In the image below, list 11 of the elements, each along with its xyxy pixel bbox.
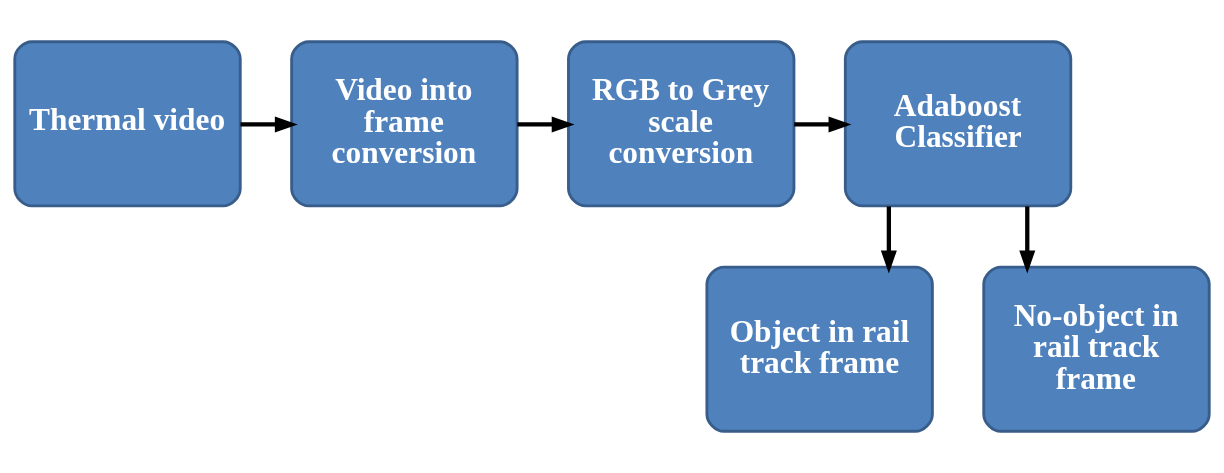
node-box: Thermal video [13,40,242,208]
arrow [880,206,897,274]
node-box: RGB to Grey scale conversion [567,40,796,208]
node-box: Video into frame conversion [290,40,519,208]
node-box: Adaboost Classifier [843,40,1073,208]
arrow [517,116,575,133]
arrow [794,116,852,133]
arrow [1019,206,1036,274]
node-box: Object in rail track frame [705,265,934,433]
arrow [240,116,298,133]
node-box: No-object in rail track frame [982,265,1211,433]
